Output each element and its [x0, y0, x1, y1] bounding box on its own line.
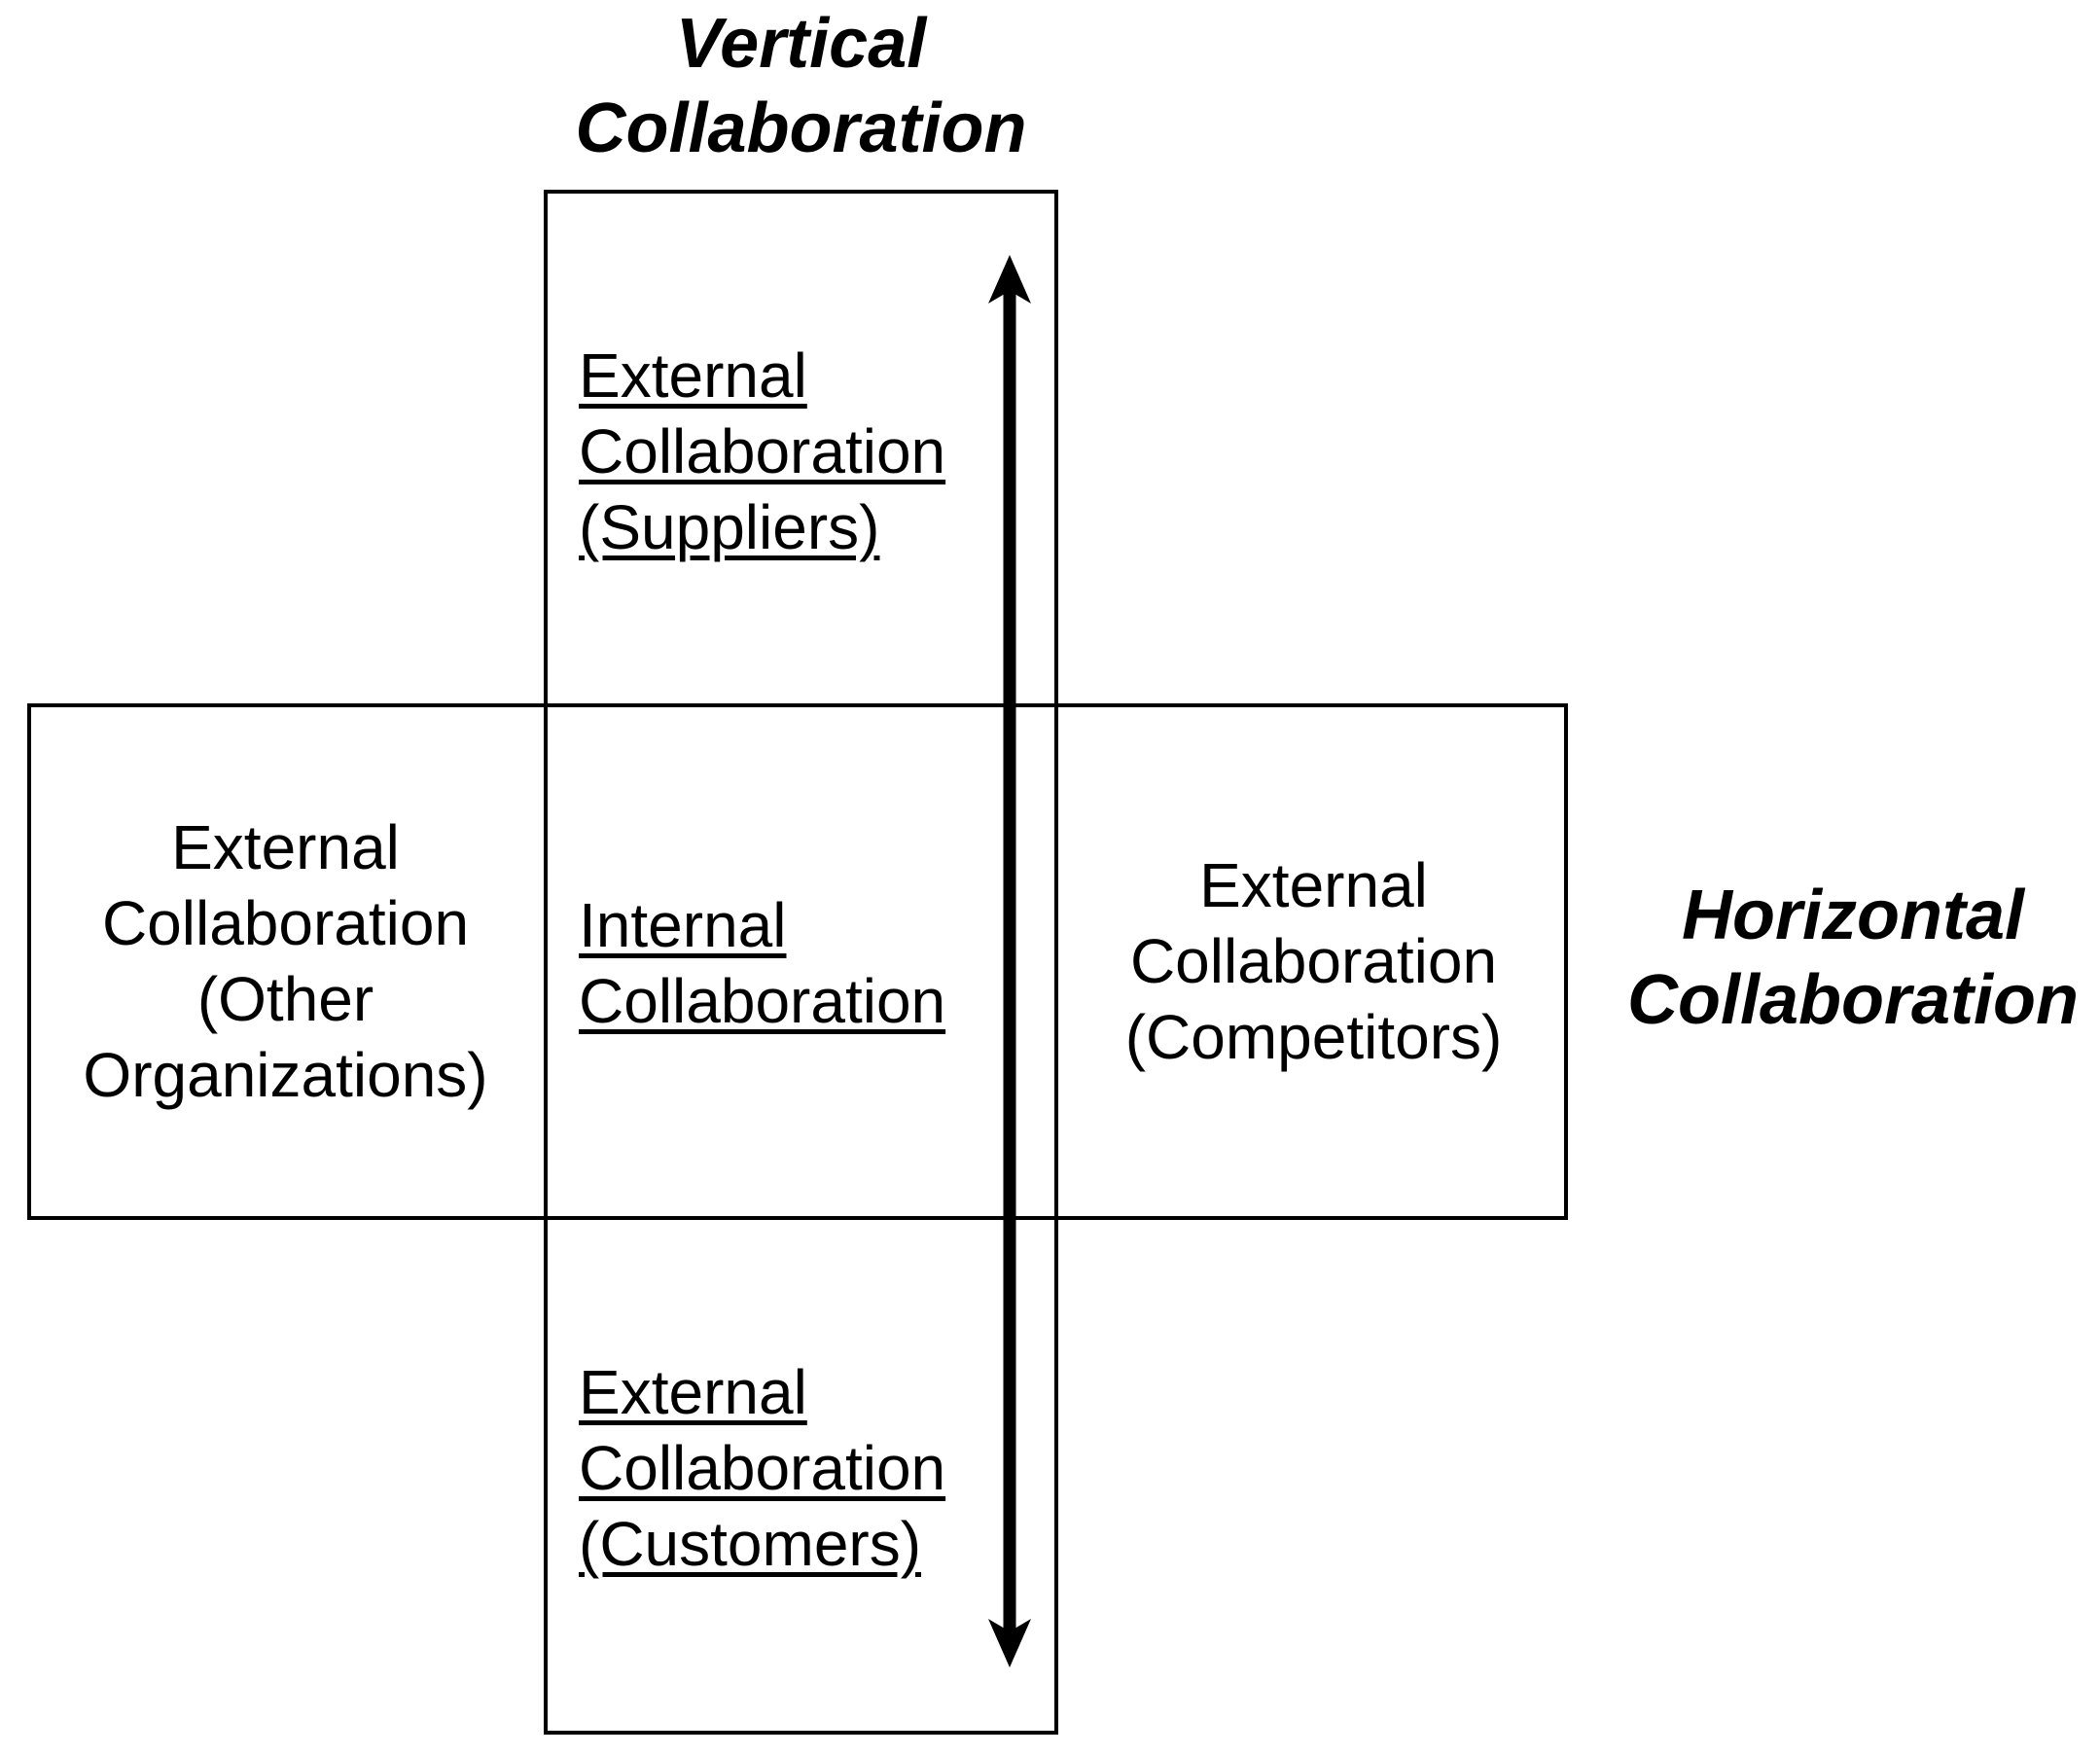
external-collaboration-customers-label: External Collaboration (Customers)	[579, 1354, 945, 1582]
label-text: External	[579, 340, 807, 411]
label-line: Collaboration	[32, 885, 539, 961]
title-line: Horizontal	[1605, 874, 2100, 958]
label-line: (Competitors)	[1060, 999, 1567, 1075]
title-line: Vertical	[495, 2, 1107, 87]
title-line: Collaboration	[1605, 958, 2100, 1043]
label-text: (Suppliers)	[579, 492, 880, 562]
label-text: Internal	[579, 890, 787, 960]
label-text: Collaboration	[1129, 926, 1498, 996]
label-line: External	[579, 1354, 945, 1430]
label-line: Collaboration	[579, 963, 945, 1039]
label-text: (Other	[196, 964, 374, 1034]
label-line: External	[32, 809, 539, 885]
title-text: Collaboration	[1627, 961, 2079, 1039]
external-collaboration-other-organizations-label: External Collaboration (Other Organizati…	[32, 809, 539, 1113]
label-line: External	[1060, 847, 1567, 923]
label-line: External	[579, 338, 945, 413]
label-line: Internal	[579, 887, 945, 963]
label-text: (Competitors)	[1124, 1002, 1503, 1072]
title-text: Collaboration	[575, 90, 1027, 167]
internal-collaboration-label: Internal Collaboration	[579, 887, 945, 1039]
label-line: (Suppliers)	[579, 489, 945, 565]
label-text: Collaboration	[579, 1433, 946, 1503]
external-collaboration-competitors-label: External Collaboration (Competitors)	[1060, 847, 1567, 1075]
vertical-collaboration-title: Vertical Collaboration	[495, 2, 1107, 171]
label-text: (Customers)	[579, 1509, 922, 1579]
label-line: Organizations)	[32, 1037, 539, 1113]
label-text: External	[171, 812, 400, 882]
horizontal-collaboration-box	[27, 703, 1568, 1220]
label-text: External	[1199, 850, 1428, 920]
horizontal-collaboration-title: Horizontal Collaboration	[1605, 874, 2100, 1043]
label-text: Collaboration	[579, 416, 946, 486]
label-line: Collaboration	[579, 1430, 945, 1506]
vertical-collaboration-box	[544, 190, 1058, 1735]
label-line: (Customers)	[579, 1506, 945, 1582]
label-line: Collaboration	[579, 413, 945, 489]
title-text: Horizontal	[1682, 877, 2024, 954]
label-text: External	[579, 1357, 807, 1427]
label-text: Collaboration	[101, 888, 470, 958]
label-line: (Other	[32, 961, 539, 1037]
title-line: Collaboration	[495, 87, 1107, 171]
label-text: Collaboration	[579, 966, 946, 1036]
external-collaboration-suppliers-label: External Collaboration (Suppliers)	[579, 338, 945, 565]
label-text: Organizations)	[83, 1040, 488, 1110]
label-line: Collaboration	[1060, 923, 1567, 999]
title-text: Vertical	[675, 5, 927, 83]
